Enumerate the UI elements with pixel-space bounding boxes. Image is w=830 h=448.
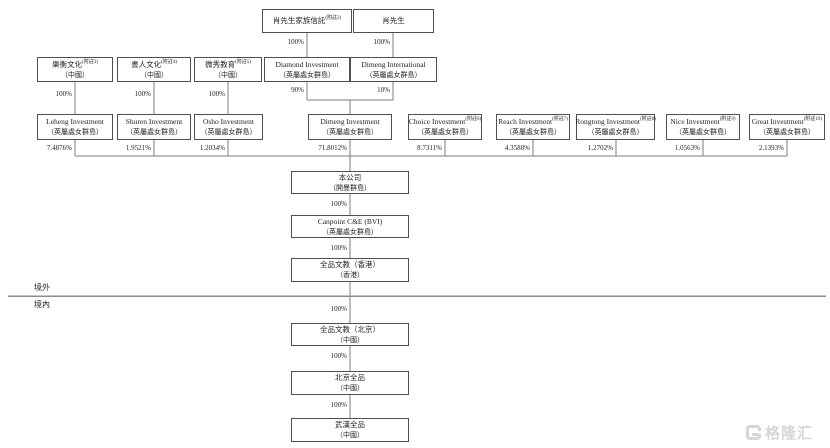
node-location: （英屬處女群島） — [279, 70, 335, 79]
node-location: （英屬處女群島） — [200, 128, 257, 136]
node-choice-investment: Choice Investment(附註6) （英屬處女群島） — [408, 114, 482, 140]
node-label: 肖先生 — [382, 16, 405, 25]
note-superscript: (附註8) — [639, 117, 656, 122]
pct-shuren-inv: 1.9521% — [125, 144, 151, 152]
gelonghui-watermark: 格隆汇 — [746, 422, 813, 443]
node-diamond-investment: Diamond Investment （英屬處女群島） — [264, 57, 350, 82]
node-family-trust: 肖先生家族信託(附註2) — [262, 9, 352, 33]
node-label: 全品文教（北京） — [320, 324, 380, 334]
pct-hk-beijing: 100% — [330, 305, 347, 313]
node-weixiu-edu: 微秀教育(附註5) （中國） — [194, 57, 262, 82]
pct-dimeng-intl: 10% — [377, 86, 390, 94]
pct-dimeng-inv: 71.8012% — [318, 144, 347, 152]
node-location: （香港） — [336, 271, 364, 279]
pct-leheng-culture: 100% — [55, 90, 72, 98]
node-nice-investment: Nice Investment(附註9) （英屬處女群島） — [666, 114, 740, 140]
node-location: （英屬處女群島） — [126, 128, 182, 136]
note-superscript: (附註6) — [465, 117, 482, 122]
pct-choice-inv: 8.7311% — [417, 144, 442, 152]
note-superscript: (附註2) — [325, 16, 342, 21]
node-label: 書人文化 — [131, 59, 162, 69]
node-mr-xiao: 肖先生 — [353, 9, 434, 33]
node-location: （英屬處女群島） — [759, 128, 815, 136]
pct-leheng-inv: 7.4876% — [46, 144, 72, 152]
node-label: Leheng Investment — [46, 117, 104, 126]
node-label: Nice Investment — [670, 117, 720, 126]
note-superscript: (附註7) — [552, 117, 568, 122]
node-dimeng-international: Dimeng International （英屬處女群島） — [350, 57, 437, 82]
node-location: （英屬處女群島） — [587, 128, 644, 136]
pct-shuren-culture: 100% — [134, 90, 151, 98]
node-dimeng-investment: Dimeng Investment （英屬處女群島） — [308, 114, 392, 140]
pct-nice-inv: 1.0563% — [674, 144, 700, 152]
node-label: Dimeng Investment — [320, 117, 380, 126]
node-osho-investment: Osho Investment （英屬處女群島） — [194, 114, 263, 140]
node-canpoint-bvi: Canpoint C&E (BVI) （英屬處女群島） — [291, 215, 409, 238]
node-great-investment: Great Investment(附註10) （英屬處女群島） — [749, 114, 825, 140]
node-label: 本公司 — [338, 172, 362, 182]
pct-weixiu-edu: 100% — [208, 90, 225, 98]
node-location: （中國） — [214, 70, 242, 79]
node-rongtong-investment: Rongtong Investment(附註8) （英屬處女群島） — [575, 114, 656, 140]
note-superscript: (附註3) — [82, 59, 98, 65]
node-quanpin-hk: 全品文教（香港） （香港） — [291, 258, 409, 282]
node-label: 微秀教育 — [205, 59, 236, 69]
note-superscript: (附註9) — [719, 117, 736, 122]
pct-rongtong-inv: 1.2702% — [587, 144, 613, 152]
node-location: （中國） — [140, 70, 168, 79]
node-label: Choice Investment — [408, 117, 466, 126]
node-label: 全品文教（香港） — [320, 260, 380, 269]
node-location: （中國） — [61, 70, 89, 79]
node-location: （開曼群島） — [329, 183, 371, 192]
node-label: 北京全品 — [335, 373, 365, 382]
node-wuhan-quanpin: 武漢全品 （中國） — [291, 418, 409, 442]
node-label: Great Investment — [751, 117, 804, 126]
node-leheng-culture: 樂衡文化(附註3) （中國） — [37, 57, 113, 82]
note-superscript: (附註10) — [803, 117, 823, 122]
node-label: 肖先生家族信託 — [272, 16, 326, 25]
node-location: （中國） — [336, 384, 364, 392]
region-label-offshore: 境外 — [34, 283, 50, 292]
node-label: Reach Investment — [498, 117, 553, 126]
pct-reach-inv: 4.3588% — [504, 144, 530, 152]
pct-canpoint-hk: 100% — [330, 244, 347, 252]
pct-great-inv: 2.1393% — [758, 144, 784, 152]
node-shuren-investment: Shuren Investment （英屬處女群島） — [117, 114, 191, 140]
node-location: （英屬處女群島） — [47, 128, 103, 136]
note-superscript: (附註4) — [161, 59, 177, 65]
node-label: Shuren Investment — [125, 117, 183, 126]
node-shuren-culture: 書人文化(附註4) （中國） — [117, 57, 191, 82]
node-the-company: 本公司 （開曼群島） — [291, 171, 409, 194]
node-location: （中國） — [336, 335, 364, 344]
node-label: 樂衡文化 — [52, 59, 83, 69]
node-label: Dimeng International — [361, 59, 426, 69]
node-label: Canpoint C&E (BVI) — [317, 216, 383, 226]
node-location: （英屬處女群島） — [322, 128, 378, 136]
node-reach-investment: Reach Investment(附註7) （英屬處女群島） — [496, 114, 570, 140]
pct-xiao-dimengintl: 100% — [373, 38, 390, 46]
node-label: Rongtong Investment — [575, 117, 640, 126]
node-label: 武漢全品 — [335, 420, 365, 429]
node-beijing-quanpin: 北京全品 （中國） — [291, 371, 409, 395]
pct-company-canpoint: 100% — [330, 200, 347, 208]
note-superscript: (附註5) — [235, 59, 251, 65]
node-location: （中國） — [336, 431, 364, 439]
pct-trust-diamond: 100% — [287, 38, 304, 46]
node-quanpin-beijing: 全品文教（北京） （中國） — [291, 323, 409, 346]
gelonghui-logo-icon — [746, 425, 762, 440]
pct-beijing-wuhan: 100% — [330, 401, 347, 409]
node-location: （英屬處女群島） — [505, 128, 561, 136]
node-location: （英屬處女群島） — [417, 128, 473, 136]
pct-diamond: 90% — [291, 86, 304, 94]
gelonghui-logo-text: 格隆汇 — [765, 425, 814, 442]
pct-beijing-wenjiao: 100% — [330, 352, 347, 360]
node-leheng-investment: Leheng Investment （英屬處女群島） — [37, 114, 113, 140]
node-label: Osho Investment — [202, 117, 255, 126]
node-location: （英屬處女群島） — [322, 227, 378, 236]
node-label: Diamond Investment — [275, 59, 339, 69]
node-location: （英屬處女群島） — [365, 70, 422, 79]
pct-osho-inv: 1.2034% — [199, 144, 225, 152]
region-label-onshore: 境內 — [34, 300, 50, 309]
node-location: （英屬處女群島） — [675, 128, 731, 136]
